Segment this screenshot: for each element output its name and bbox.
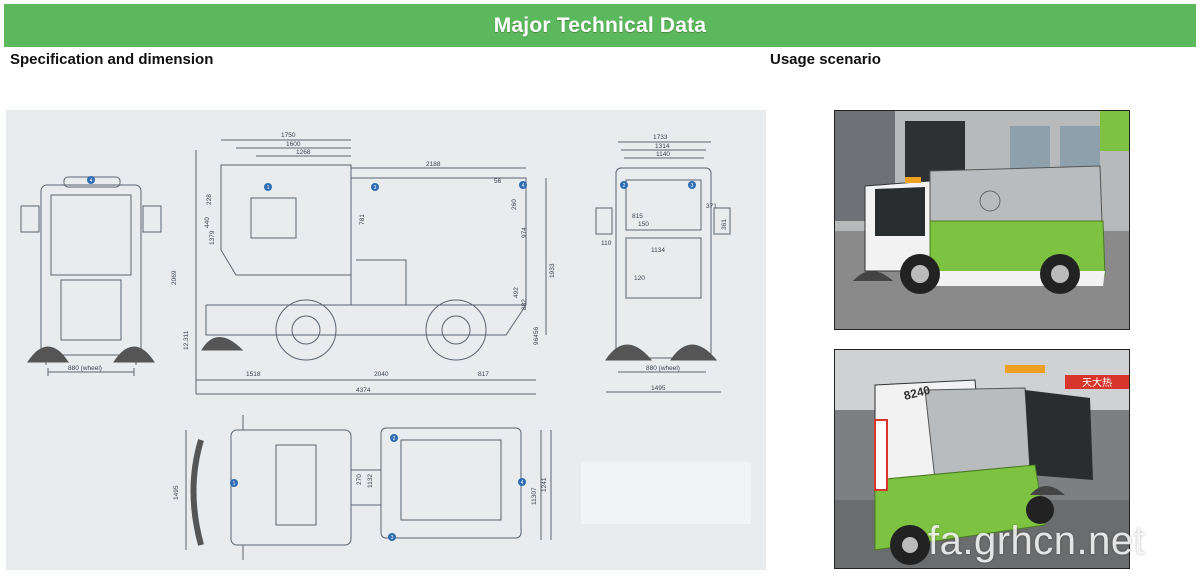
- badge-number: 2: [393, 436, 396, 442]
- dim-label: 361: [721, 219, 728, 230]
- dim-label: 1241: [541, 477, 548, 492]
- dim-label: 2040: [374, 371, 389, 378]
- badge-number: 3: [691, 183, 694, 189]
- dim-label: 880 (wheel): [68, 365, 102, 372]
- header-banner: Major Technical Data: [4, 4, 1196, 47]
- badge-number: 4: [521, 480, 524, 486]
- dim-label: 882: [521, 299, 528, 310]
- dim-label: 150: [638, 221, 649, 228]
- reference-badge: [390, 434, 398, 442]
- dim-label: 1140: [656, 151, 670, 158]
- street-scene-svg: [835, 111, 1129, 329]
- dim-label: 1495: [651, 385, 666, 392]
- side-view: [195, 139, 547, 395]
- badge-number: 4: [90, 178, 93, 184]
- dim-label: 440: [204, 217, 211, 228]
- plan-view: [185, 415, 552, 560]
- dim-label: 1134: [651, 247, 665, 254]
- dim-label: 1379: [209, 230, 216, 245]
- dim-label: 817: [478, 371, 489, 378]
- badge-number: 3: [391, 535, 394, 541]
- factory-scene-svg: 天大热 8240: [835, 350, 1129, 568]
- dimension-drawing: 1750 1600 1268 2188 56 2069 1379 440 228…: [6, 110, 766, 570]
- dim-label: 492: [513, 287, 520, 298]
- dim-label: 371: [706, 203, 717, 210]
- dimension-drawing-svg: 1750 1600 1268 2188 56 2069 1379 440 228…: [20, 132, 751, 560]
- dim-label: 815: [632, 213, 643, 220]
- factory-banner-text: 天大热: [1082, 376, 1112, 389]
- usage-section-title: Usage scenario: [770, 51, 881, 68]
- dim-label: 781: [359, 214, 366, 225]
- reference-badge: [87, 176, 95, 184]
- dim-label: 120: [634, 275, 645, 282]
- dim-label: 228: [206, 194, 213, 205]
- reference-badge: [371, 183, 379, 191]
- reference-badge: [230, 479, 238, 487]
- dim-label: 1750: [281, 132, 296, 139]
- dim-label: 1495: [173, 485, 180, 500]
- dim-label: 96456: [533, 327, 540, 345]
- reference-badge: [519, 181, 527, 189]
- reference-badge: [518, 478, 526, 486]
- dim-label: 260: [511, 199, 518, 210]
- reference-badge: [388, 533, 396, 541]
- dim-label: 1733: [653, 134, 668, 141]
- dim-label: 1268: [296, 149, 311, 156]
- badge-number: 2: [623, 183, 626, 189]
- dim-label: 11307: [531, 487, 538, 505]
- dim-label: 1933: [549, 263, 556, 278]
- badge-number: 4: [522, 183, 525, 189]
- usage-photo-factory: 天大热 8240: [834, 349, 1130, 569]
- dim-label: 56: [494, 178, 502, 185]
- reference-badge: [264, 183, 272, 191]
- dim-label: 1132: [367, 474, 374, 488]
- dim-label: 1600: [286, 141, 301, 148]
- vehicle-model-text: 8240: [902, 383, 932, 403]
- reference-badge: [688, 181, 696, 189]
- dim-label: 2188: [426, 161, 441, 168]
- dim-label: 1518: [246, 371, 261, 378]
- dim-label: 110: [601, 240, 612, 247]
- dim-label: 2069: [171, 270, 178, 285]
- reference-badge: [620, 181, 628, 189]
- dim-label: 974: [521, 227, 528, 238]
- dim-label: 12.311: [183, 330, 190, 350]
- blank-panel: [581, 462, 751, 524]
- dim-label: 1314: [655, 143, 670, 150]
- watermark-text: fa.grhcn.net: [928, 519, 1146, 563]
- usage-photo-street: [834, 110, 1130, 330]
- page-title: Major Technical Data: [493, 13, 707, 37]
- badge-number: 1: [233, 481, 236, 487]
- front-view: [20, 176, 162, 376]
- dim-label: 4374: [356, 387, 371, 394]
- badge-number: 1: [267, 185, 270, 191]
- badge-number: 3: [374, 185, 377, 191]
- rear-view: [595, 141, 731, 393]
- dim-label: 880 (wheel): [646, 365, 680, 372]
- spec-section-title: Specification and dimension: [10, 51, 214, 68]
- dim-label: 270: [356, 474, 363, 485]
